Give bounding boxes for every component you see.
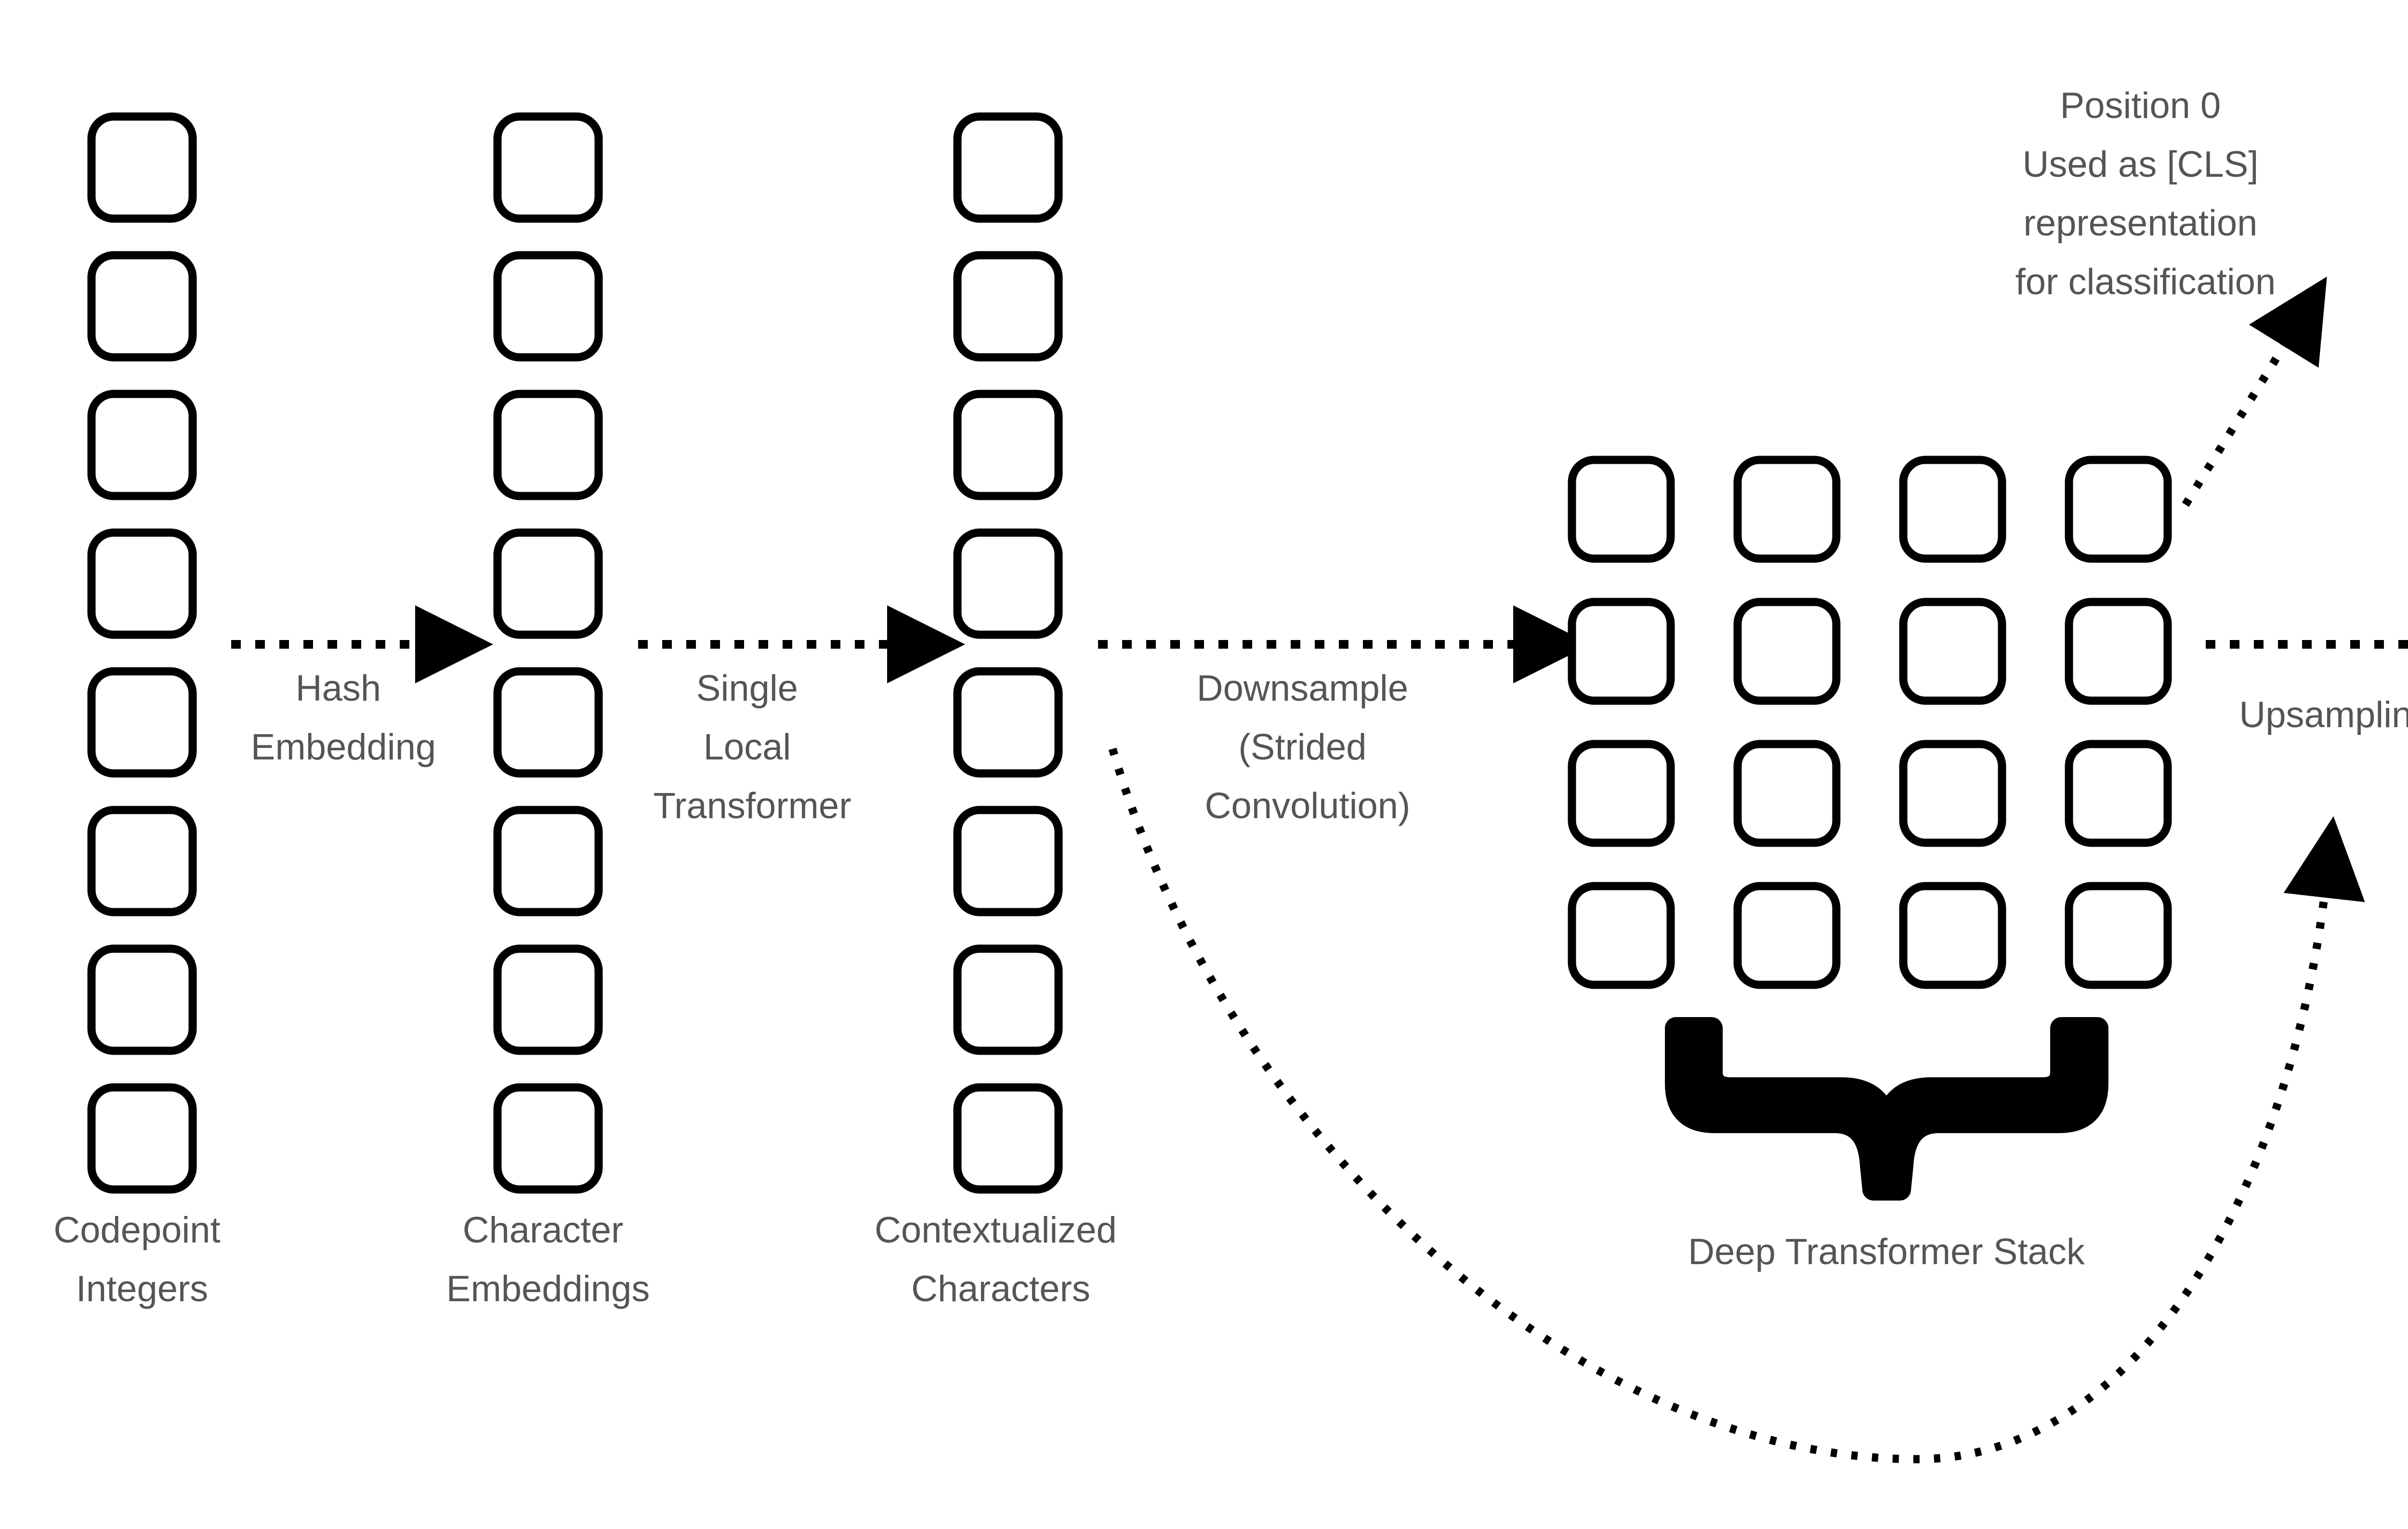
token-box[interactable] [953,112,1063,223]
token-box[interactable] [493,112,603,223]
token-box[interactable] [87,1083,197,1194]
transformer-cell[interactable] [1733,740,1841,847]
token-box[interactable] [493,1083,603,1194]
token-box[interactable] [953,806,1063,916]
column-deep-transformer-stack: Deep Transformer Stack [1568,456,2172,1272]
cls-pointer-arrow [2182,276,2327,507]
transformer-cell[interactable] [2065,456,2172,563]
arrow-residual-skip-connection [1108,747,2365,1464]
token-box[interactable] [953,667,1063,778]
token-box[interactable] [953,251,1063,362]
token-box[interactable] [953,1083,1063,1194]
column-contextualized-characters: Contextualized Characters [875,112,1127,1309]
token-box[interactable] [87,528,197,639]
token-box[interactable] [493,667,603,778]
cls-annotation-text: Position 0 Used as [CLS] representation … [2015,85,2276,302]
transformer-cell[interactable] [1568,882,1675,989]
token-box[interactable] [87,390,197,500]
token-box[interactable] [87,251,197,362]
transformer-cell[interactable] [1733,882,1841,989]
transformer-cell[interactable] [2065,882,2172,989]
arrow-hash-embedding: Hash Embedding [231,605,493,768]
arrow-label-single-local-transformer: Single Local Transformer [653,668,851,826]
column-label-codepoint-integers: Codepoint Integers [53,1210,231,1309]
column-character-embeddings: Character Embeddings [446,112,650,1309]
token-box[interactable] [493,251,603,362]
column-label-contextualized-characters: Contextualized Characters [875,1210,1127,1309]
token-box[interactable] [493,390,603,500]
token-box[interactable] [87,806,197,916]
column-codepoint-integers: Codepoint Integers [53,112,231,1309]
token-box[interactable] [953,944,1063,1055]
arrow-label-hash-embedding: Hash Embedding [251,668,436,768]
transformer-cell[interactable] [1568,456,1675,563]
transformer-cell[interactable] [1899,740,2006,847]
token-box[interactable] [493,528,603,639]
transformer-cell[interactable] [1568,740,1675,847]
transformer-cell[interactable] [2065,740,2172,847]
arrow-single-local-transformer: Single Local Transformer [638,605,965,826]
arrow-label-upsampling: Upsampling [2239,694,2408,735]
column-label-character-embeddings: Character Embeddings [446,1210,650,1309]
arrow-upsampling: Upsampling [2206,640,2408,735]
transformer-cell[interactable] [1568,598,1675,705]
arrow-label-downsample: Downsample (Strided Convolution) [1197,668,1418,826]
token-box[interactable] [953,390,1063,500]
transformer-cell[interactable] [2065,598,2172,705]
transformer-cell[interactable] [1733,456,1841,563]
transformer-cell[interactable] [1899,598,2006,705]
arrow-downsample: Downsample (Strided Convolution) [1098,605,1591,826]
curly-brace-down-icon [1665,1017,2108,1201]
transformer-cell[interactable] [1733,598,1841,705]
token-box[interactable] [493,944,603,1055]
token-box[interactable] [953,528,1063,639]
token-box[interactable] [87,112,197,223]
residual-curve [1108,747,2365,1464]
column-label-deep-transformer-stack: Deep Transformer Stack [1688,1231,2085,1272]
transformer-cell[interactable] [1899,456,2006,563]
token-box[interactable] [493,806,603,916]
token-box[interactable] [87,944,197,1055]
annotation-position-zero-cls: Position 0 Used as [CLS] representation … [2015,85,2327,507]
token-box[interactable] [87,667,197,778]
transformer-cell[interactable] [1899,882,2006,989]
